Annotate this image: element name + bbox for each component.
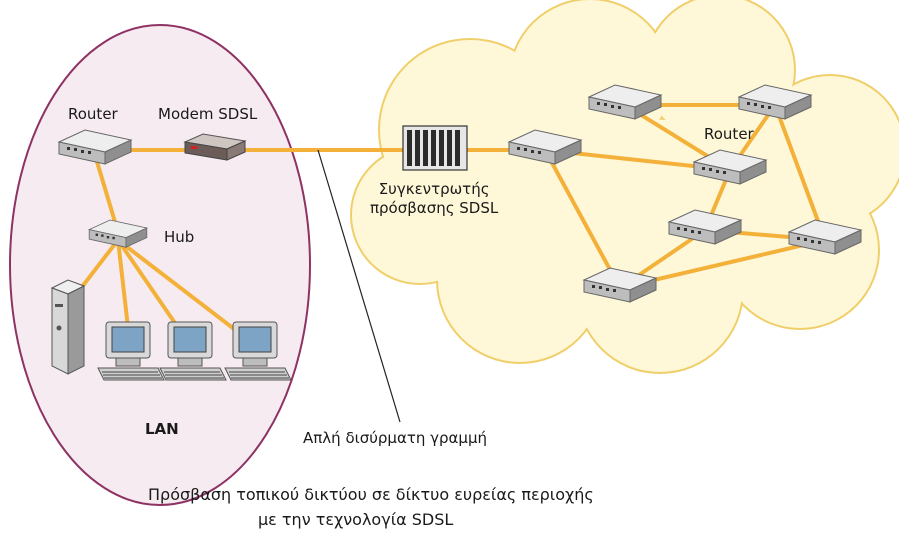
caption-line-1: Πρόσβαση τοπικού δικτύου σε δίκτυο ευρεί…: [148, 485, 594, 504]
twisted-pair-pointer: [317, 149, 401, 423]
server-tower: [50, 279, 86, 375]
lan-router-label: Router: [68, 105, 118, 123]
sdsl-modem-device: [183, 133, 247, 161]
twisted-pair-label: Απλή δισύρματη γραμμή: [303, 429, 488, 447]
wan-cloud: [350, 0, 899, 374]
hub-label: Hub: [164, 228, 195, 246]
wan-router-label: Router: [704, 125, 754, 143]
caption-line-2: με την τεχνολογία SDSL: [258, 510, 454, 529]
modem-label: Modem SDSL: [158, 105, 258, 123]
sdsl-concentrator-device: [402, 125, 468, 171]
concentrator-label: Συγκεντρωτής πρόσβασης SDSL: [370, 180, 499, 217]
lan-label: LAN: [145, 420, 179, 438]
